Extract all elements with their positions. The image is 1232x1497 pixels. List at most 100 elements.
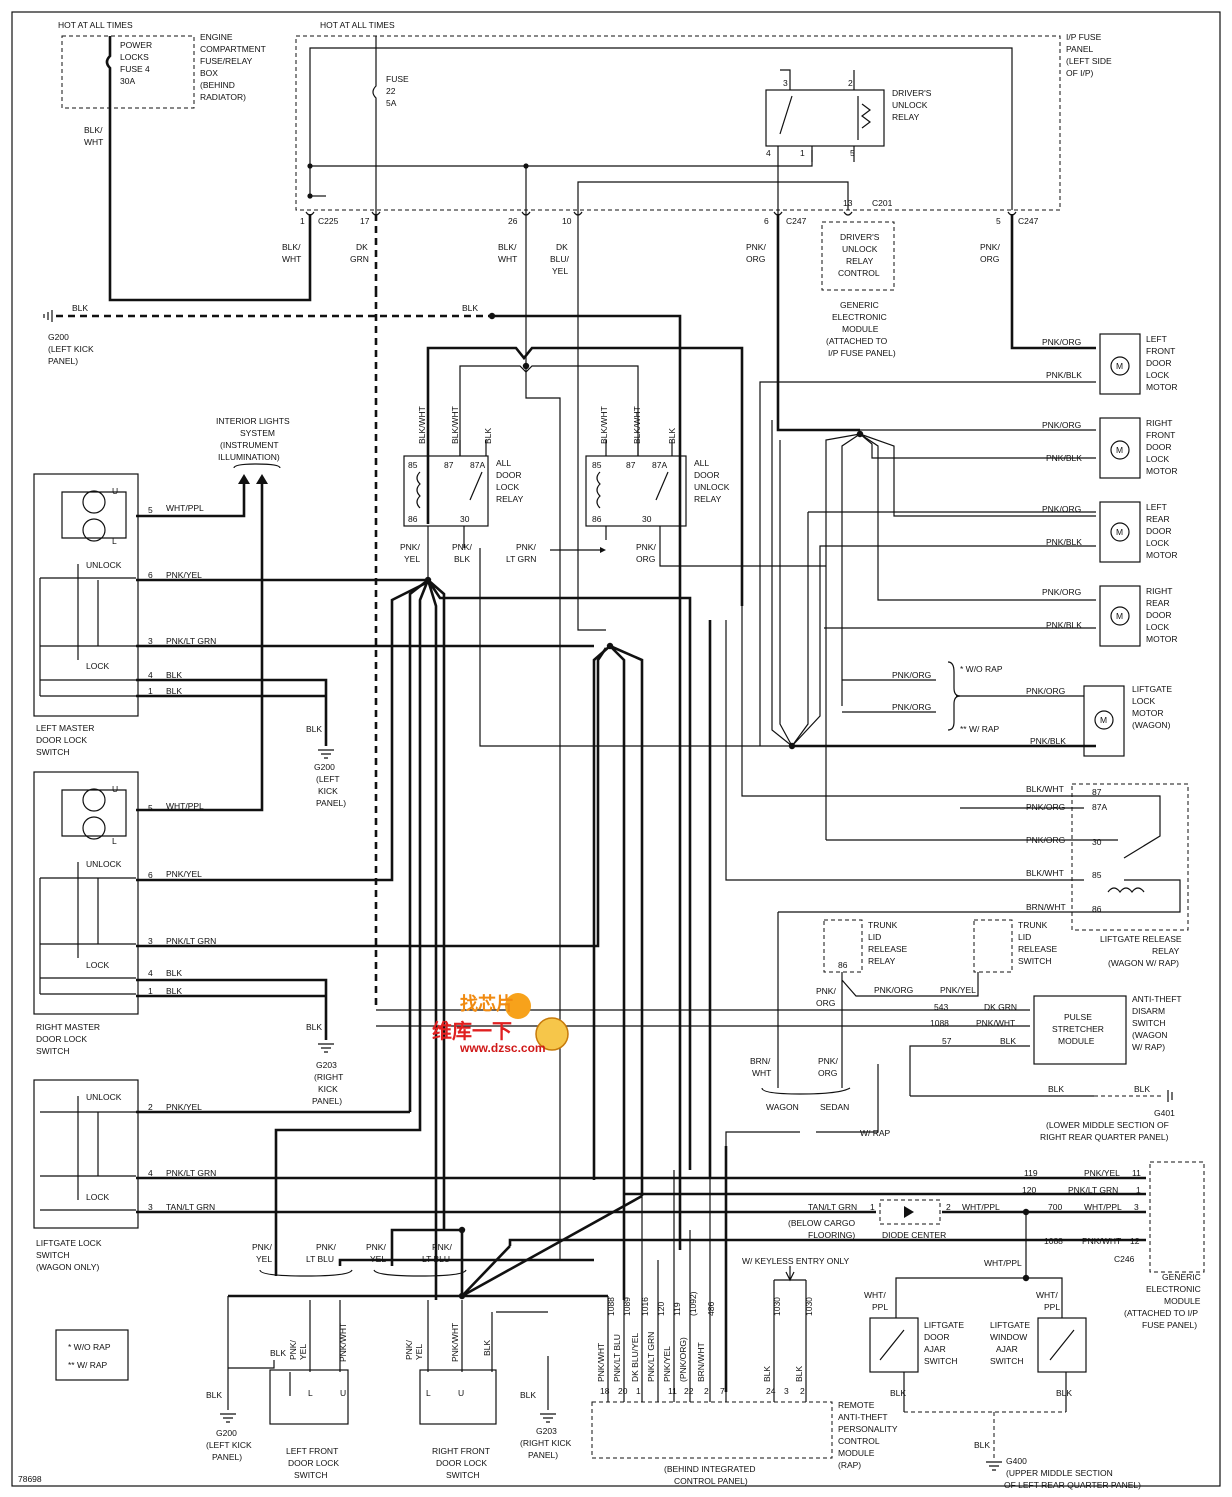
psm-wires [376,1025,1094,1097]
lfdl-vlabel-4: PNK/WHT [338,1323,348,1362]
left-master-switch-box [33,473,139,717]
rm-contacts [40,862,136,958]
wagon-sedan-brace [761,1087,851,1095]
rap-wire-label: (PNK/ORG) [678,1337,688,1382]
c225-26-trunk [525,214,561,1260]
dur-internals [779,95,871,140]
c225-10-trunk [577,214,606,631]
adl-bottom-leads [427,526,465,580]
logo-cn-top: 找芯片 [460,993,514,1014]
lg-motor-box [1083,685,1125,757]
rap-circuit-number: 1016 [640,1297,650,1316]
w-rap-leader [725,1064,879,1146]
rm-out-wires [136,580,608,1040]
wagon-label: WAGON [766,1102,799,1112]
bottom-junction-1 [458,1226,466,1234]
hot-at-all-times-label-2: HOT AT ALL TIMES [320,20,395,30]
liftgate-release-relay [1071,783,1189,931]
lm-lamp-1 [82,490,106,514]
rfdl-vlabel-3: PNK/WHT [450,1323,460,1362]
adu-out-label: PNK/ORG [636,542,656,564]
g400-ground-symbol [986,1461,1002,1471]
diode-symbol [904,1206,914,1218]
c225-label: C225 [318,216,339,226]
bottom-wire-labels: PNK/YELPNK/LT BLUPNK/YELPNK/LT BLU [252,1242,452,1264]
rap-module [591,1401,833,1459]
lm-ground-label: BLK [306,724,322,734]
motor-feed-wires [777,420,1096,629]
right-front-door-lock-switch [419,1369,497,1425]
lock-fan-wires [274,578,692,1300]
rm-lamp-1 [82,788,106,812]
ground-junction [488,312,496,320]
tl-pin: 86 [838,960,848,970]
right-master-switch-box [33,771,139,1015]
rap-wire-label: BLK [762,1366,772,1382]
pnk-blk-fan-wires [771,420,1096,747]
ajar-out-wires [903,1372,1067,1412]
c225-10-wire [577,181,849,214]
left-front-door-lock-switch [269,1369,349,1425]
c247-5-label: PNK/ORG [980,242,1000,264]
keyless-label: W/ KEYLESS ENTRY ONLY [742,1256,850,1266]
adl-top-wires: BLK/WHT [417,406,427,444]
diagram-id: 78698 [18,1474,42,1484]
pulse-stretcher-module [1033,995,1127,1065]
option-brace [947,661,961,731]
option-wires [842,679,1084,713]
lgls-lock: LOCK [86,1192,109,1202]
adl-pnk-blk-wire [479,548,792,747]
relay-feed-bus [426,346,744,606]
pnk-org-junction [856,430,864,438]
lr-motor-icon [1110,522,1130,542]
all-door-lock-relay [403,455,489,527]
lfdl-wires [227,1296,341,1410]
hot-at-all-times-label-1: HOT AT ALL TIMES [58,20,133,30]
lf-motor-icon [1110,356,1130,376]
connector-symbols [305,211,1017,216]
rr-motor-box [1099,585,1141,647]
lgls-contacts [40,1096,136,1211]
c246-label: C246 [1114,1254,1135,1264]
g400-ground-wires [904,1411,1066,1460]
bottom-section: PNK/YELPNK/LT BLUPNK/YELPNK/LT BLU BLK P… [206,1170,898,1486]
w-rap-note: W/ RAP [860,1128,891,1138]
lm-lamp-2 [82,518,106,542]
ground-wire-label-2: BLK [462,303,478,313]
rap-wire-label: PNK/YEL [662,1346,672,1382]
ajar-junction-1 [1022,1208,1030,1216]
lgrr-wires [725,606,1084,913]
fuse4-feed-wire [105,36,312,302]
bottom-ground-symbols [220,1413,556,1423]
blk-trunk-wire [492,314,682,1250]
unlock-fan-wires [592,644,644,1300]
rm-lock: LOCK [86,960,109,970]
